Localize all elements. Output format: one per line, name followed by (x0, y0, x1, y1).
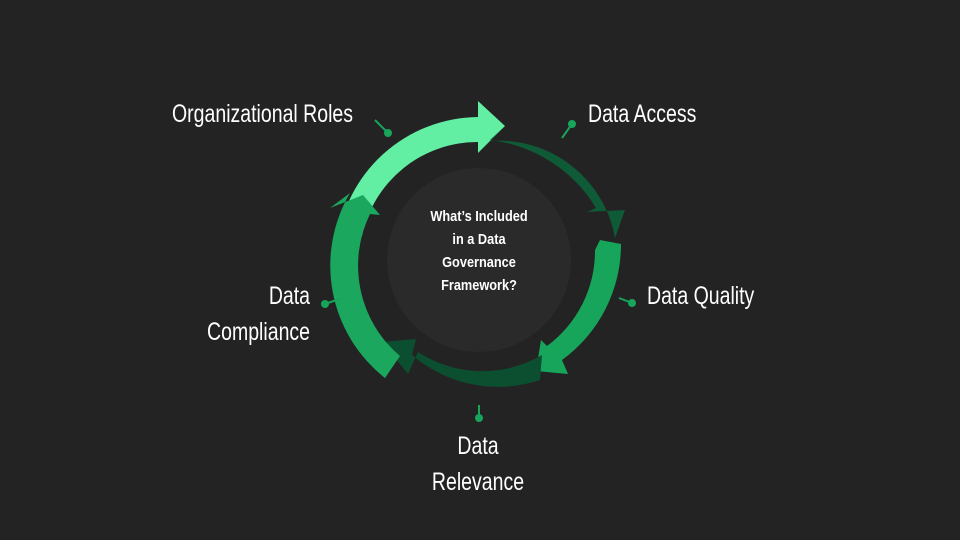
center-disc (387, 168, 571, 352)
connector-roles (374, 119, 392, 137)
center-question: What’s Included in a Data Governance Fra… (394, 205, 564, 297)
label-data-quality: Data Quality (647, 278, 754, 314)
connector-quality (618, 297, 636, 307)
label-data-relevance-line-2: Relevance (431, 468, 525, 496)
label-organizational-roles-text: Organizational Roles (172, 100, 354, 128)
center-line-3: Governance (442, 254, 516, 271)
segment-data-quality (536, 240, 622, 374)
label-organizational-roles: Organizational Roles (172, 96, 353, 132)
label-data-compliance-line-1: Data (268, 282, 310, 310)
label-data-quality-text: Data Quality (647, 282, 755, 310)
label-data-compliance: Data Compliance (207, 278, 310, 350)
label-data-access: Data Access (588, 96, 696, 132)
connector-access (561, 120, 576, 139)
label-data-relevance-line-1: Data (457, 432, 499, 460)
segment-organizational-roles (337, 101, 505, 245)
segment-data-relevance (382, 339, 542, 387)
center-line-1: What’s Included (430, 208, 528, 225)
label-data-access-text: Data Access (588, 100, 697, 128)
segment-data-compliance (330, 193, 400, 378)
connector-relevance (475, 405, 483, 422)
center-line-2: in a Data (452, 231, 506, 248)
label-data-compliance-line-2: Compliance (207, 318, 310, 346)
center-line-4: Framework? (441, 277, 517, 294)
label-data-relevance: Data Relevance (432, 428, 524, 500)
connector-compliance (321, 297, 343, 308)
